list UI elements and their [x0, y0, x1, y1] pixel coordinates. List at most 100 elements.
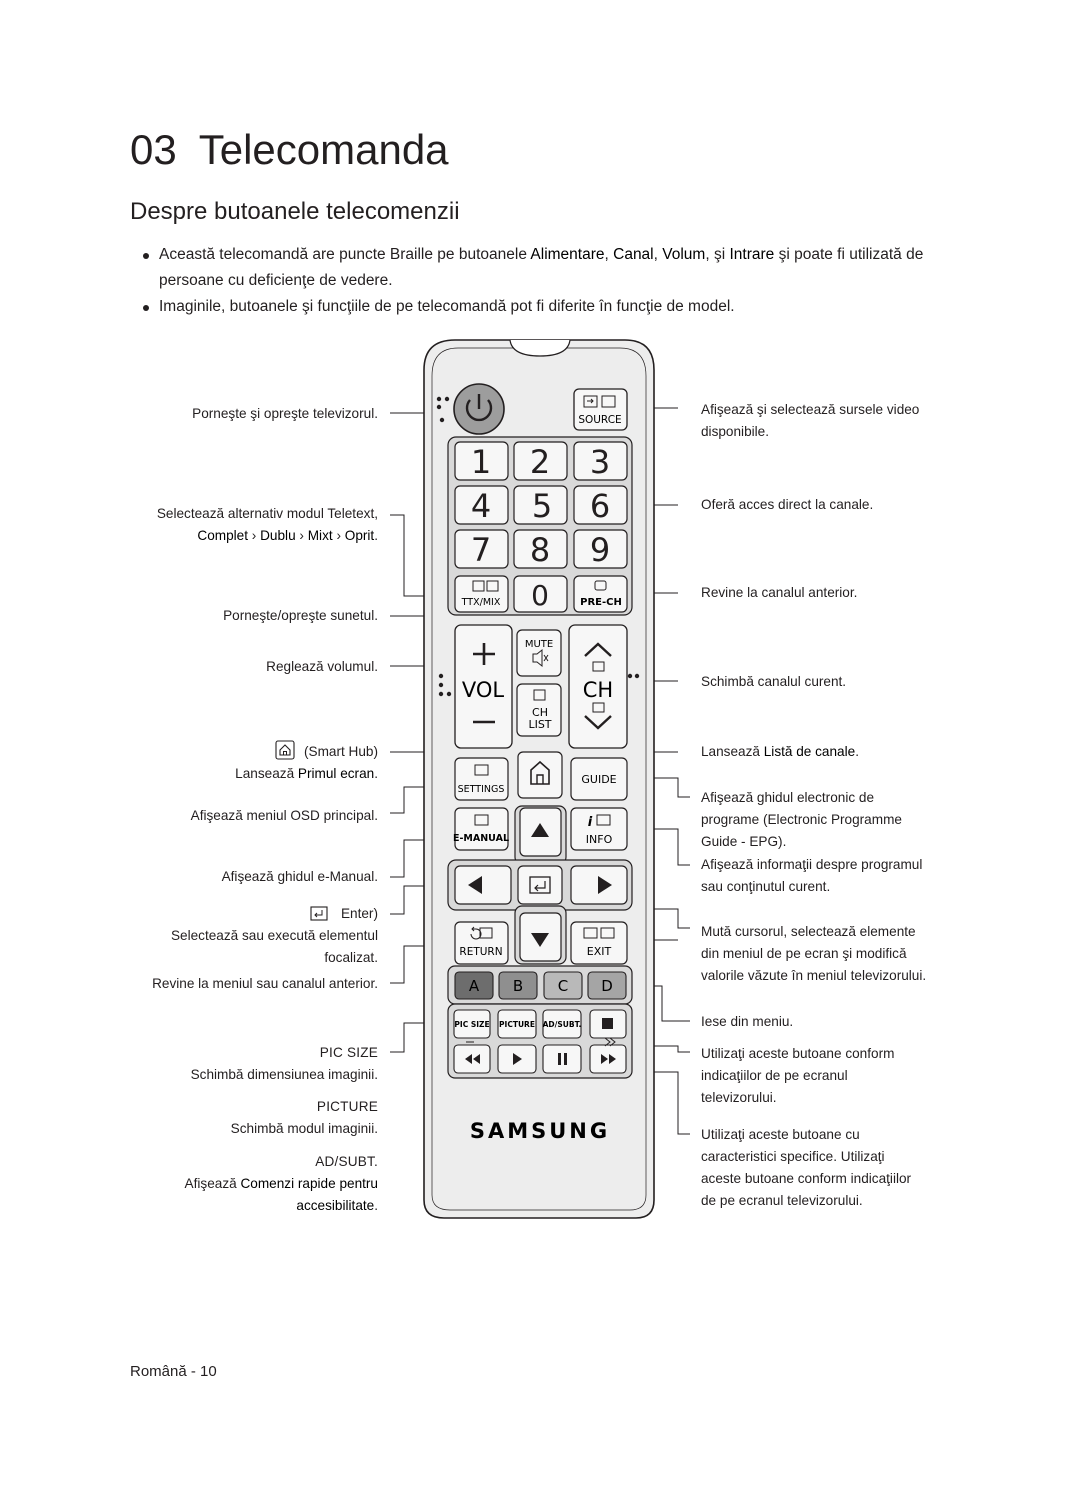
e-manual-label: Afişează ghidul e-Manual. — [221, 869, 378, 884]
arrow-right-icon — [598, 876, 612, 894]
exit-label: Iese din meniu. — [701, 1014, 794, 1029]
ad-subt-button — [542, 1009, 582, 1039]
svg-text:AD/SUBT.: AD/SUBT. — [543, 1020, 582, 1029]
source-button — [573, 388, 628, 431]
digit-7: 7 — [471, 531, 491, 569]
pause-button — [542, 1044, 582, 1074]
guide-label: Afişează ghidul electronic de programe (… — [701, 790, 902, 849]
stop-icon — [602, 1018, 613, 1029]
teletext-label: Selectează alternativ modul Teletext, Co… — [156, 506, 378, 543]
source-icon — [583, 395, 598, 408]
pre-ch-label: Revine la canalul anterior. — [701, 585, 858, 600]
color-button-a — [454, 971, 494, 1000]
picture-label: PICTURE Schimbă modul imaginii. — [230, 1099, 378, 1136]
mute-label: Porneşte/opreşte sunetul. — [223, 608, 378, 623]
svg-text:CH: CH — [583, 678, 613, 702]
svg-text:PICTURE: PICTURE — [499, 1020, 535, 1029]
chapter-number: 03 — [130, 126, 177, 173]
channel-rocker — [568, 624, 628, 749]
color-button-d — [587, 971, 627, 1000]
home-icon — [275, 740, 295, 760]
intro-bullets: Această telecomandă are puncte Braille p… — [143, 242, 963, 320]
chevron-right-icon: › — [299, 528, 304, 543]
volume-rocker — [454, 624, 513, 749]
bullet-braille: Această telecomandă are puncte Braille p… — [143, 242, 963, 294]
left-button — [454, 865, 512, 905]
digit-5: 5 — [532, 487, 552, 525]
volume-label: Reglează volumul. — [266, 659, 378, 674]
fast-forward-icon — [601, 1054, 616, 1064]
pic-size-label: PIC SIZE Schimbă dimensiunea imaginii. — [190, 1045, 378, 1082]
enter-icon — [529, 876, 551, 894]
svg-text:GUIDE: GUIDE — [581, 773, 616, 786]
svg-text:B: B — [513, 977, 523, 995]
power-label: Porneşte şi opreşte televizorul. — [192, 406, 378, 421]
return-button — [454, 921, 509, 965]
svg-text:SETTINGS: SETTINGS — [458, 784, 505, 795]
svg-text:PRE-CH: PRE-CH — [580, 597, 622, 608]
cursor-label: Mută cursorul, selectează elemente din m… — [701, 924, 927, 983]
color-buttons-label: Utilizaţi aceste butoane conform indicaţ… — [701, 1046, 895, 1105]
svg-text:A: A — [469, 977, 480, 995]
pic-size-button — [453, 1009, 491, 1039]
chevron-right-icon: › — [251, 528, 257, 543]
numbers-label: Oferă acces direct la canale. — [701, 497, 874, 512]
svg-text:C: C — [558, 977, 568, 995]
svg-text:TTX/MIX: TTX/MIX — [461, 597, 501, 608]
arrow-left-icon — [468, 876, 482, 894]
svg-text:i: i — [588, 815, 593, 830]
e-manual-button — [454, 807, 509, 851]
digit-1: 1 — [471, 443, 491, 481]
svg-text:CH: CH — [532, 706, 548, 719]
enter-icon — [310, 906, 328, 921]
svg-text:INFO: INFO — [586, 833, 613, 846]
rewind-icon — [465, 1054, 480, 1064]
home-icon — [530, 760, 550, 785]
page-footer: Română - 10 — [130, 1363, 217, 1380]
enter-label: Enter) Selectează sau execută elementul … — [170, 906, 378, 965]
settings-label: Afişează meniul OSD principal. — [190, 808, 378, 823]
section-title: Despre butoanele telecomenzii — [130, 198, 460, 225]
guide-button — [570, 757, 628, 801]
svg-text:PIC SIZE: PIC SIZE — [454, 1020, 489, 1029]
svg-text:MUTE: MUTE — [525, 639, 553, 650]
bullet-model-note: Imaginile, butoanele şi funcţiile de pe … — [143, 294, 963, 320]
arrow-down-icon — [531, 933, 549, 947]
digit-6: 6 — [590, 487, 610, 525]
color-button-b — [498, 971, 538, 1000]
digit-8: 8 — [530, 531, 550, 569]
number-pad — [447, 436, 633, 616]
media-buttons-label: Utilizaţi aceste butoane cu caracteristi… — [701, 1127, 912, 1208]
samsung-logo: SAMSUNG — [470, 1119, 610, 1143]
svg-text:LIST: LIST — [528, 718, 551, 731]
ch-list-button — [516, 683, 562, 737]
source-label: Afişează şi selectează sursele video dis… — [701, 402, 920, 439]
chapter-title: Telecomanda — [198, 126, 449, 173]
mute-icon — [532, 648, 543, 668]
svg-text:EXIT: EXIT — [587, 945, 612, 958]
color-button-c — [543, 971, 583, 1000]
info-button — [570, 807, 628, 851]
settings-button — [454, 757, 509, 801]
channel-list-label: Lansează Listă de canale. — [701, 744, 859, 759]
svg-text:E-MANUAL: E-MANUAL — [453, 833, 509, 844]
exit-button — [570, 921, 628, 965]
svg-text:VOL: VOL — [462, 678, 505, 702]
play-icon — [513, 1053, 522, 1065]
digit-4: 4 — [471, 487, 491, 525]
return-label: Revine la meniul sau canalul anterior. — [152, 976, 378, 991]
svg-text:RETURN: RETURN — [459, 946, 502, 958]
chevron-right-icon: › — [336, 528, 341, 543]
digit-0: 0 — [531, 579, 549, 612]
info-label: Afişează informaţii despre programul sau… — [701, 857, 923, 894]
enter-button — [517, 865, 563, 905]
arrow-up-icon — [531, 823, 549, 837]
pause-icon — [558, 1053, 567, 1065]
svg-text:SOURCE: SOURCE — [578, 414, 621, 426]
svg-text:D: D — [601, 977, 613, 995]
picture-button — [497, 1009, 537, 1039]
ad-subt-label: AD/SUBT. Afişează Comenzi rapide pentru … — [184, 1154, 378, 1213]
smart-hub-label: (Smart Hub) Lansează Primul ecran. — [235, 744, 378, 781]
digit-9: 9 — [590, 531, 610, 569]
